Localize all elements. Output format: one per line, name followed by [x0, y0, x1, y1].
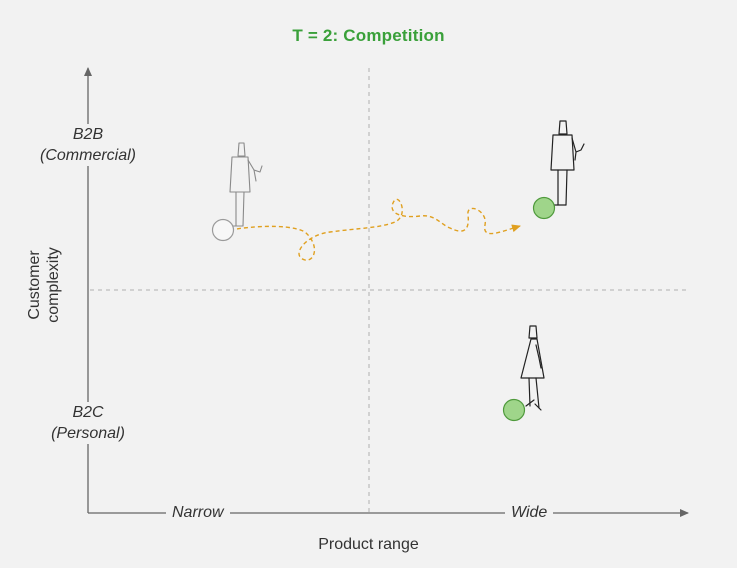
b2c-wide-figure	[520, 325, 545, 411]
wide-label: Wide	[505, 502, 554, 523]
b2b-label: B2B (Commercial)	[10, 124, 166, 166]
competition-path	[229, 198, 521, 261]
b2c-label-line2: (Personal)	[51, 425, 125, 442]
start-dot	[211, 218, 235, 242]
start-figure	[229, 142, 263, 227]
b2b-label-line2: (Commercial)	[40, 147, 136, 164]
y-axis-title-line2: complexity	[45, 247, 62, 323]
narrow-label: Narrow	[166, 502, 230, 523]
diagram-title: T = 2: Competition	[292, 26, 445, 45]
b2b-label-line1: B2B	[72, 126, 104, 143]
b2b-wide-dot	[532, 196, 556, 220]
y-axis-title: Customer complexity	[25, 247, 63, 323]
y-axis-title-line1: Customer	[26, 250, 43, 320]
b2c-label: B2C (Personal)	[10, 402, 166, 444]
x-axis-title: Product range	[318, 536, 419, 553]
b2c-wide-dot	[502, 398, 526, 422]
b2c-label-line1: B2C	[72, 404, 104, 421]
b2b-wide-figure	[550, 120, 585, 206]
